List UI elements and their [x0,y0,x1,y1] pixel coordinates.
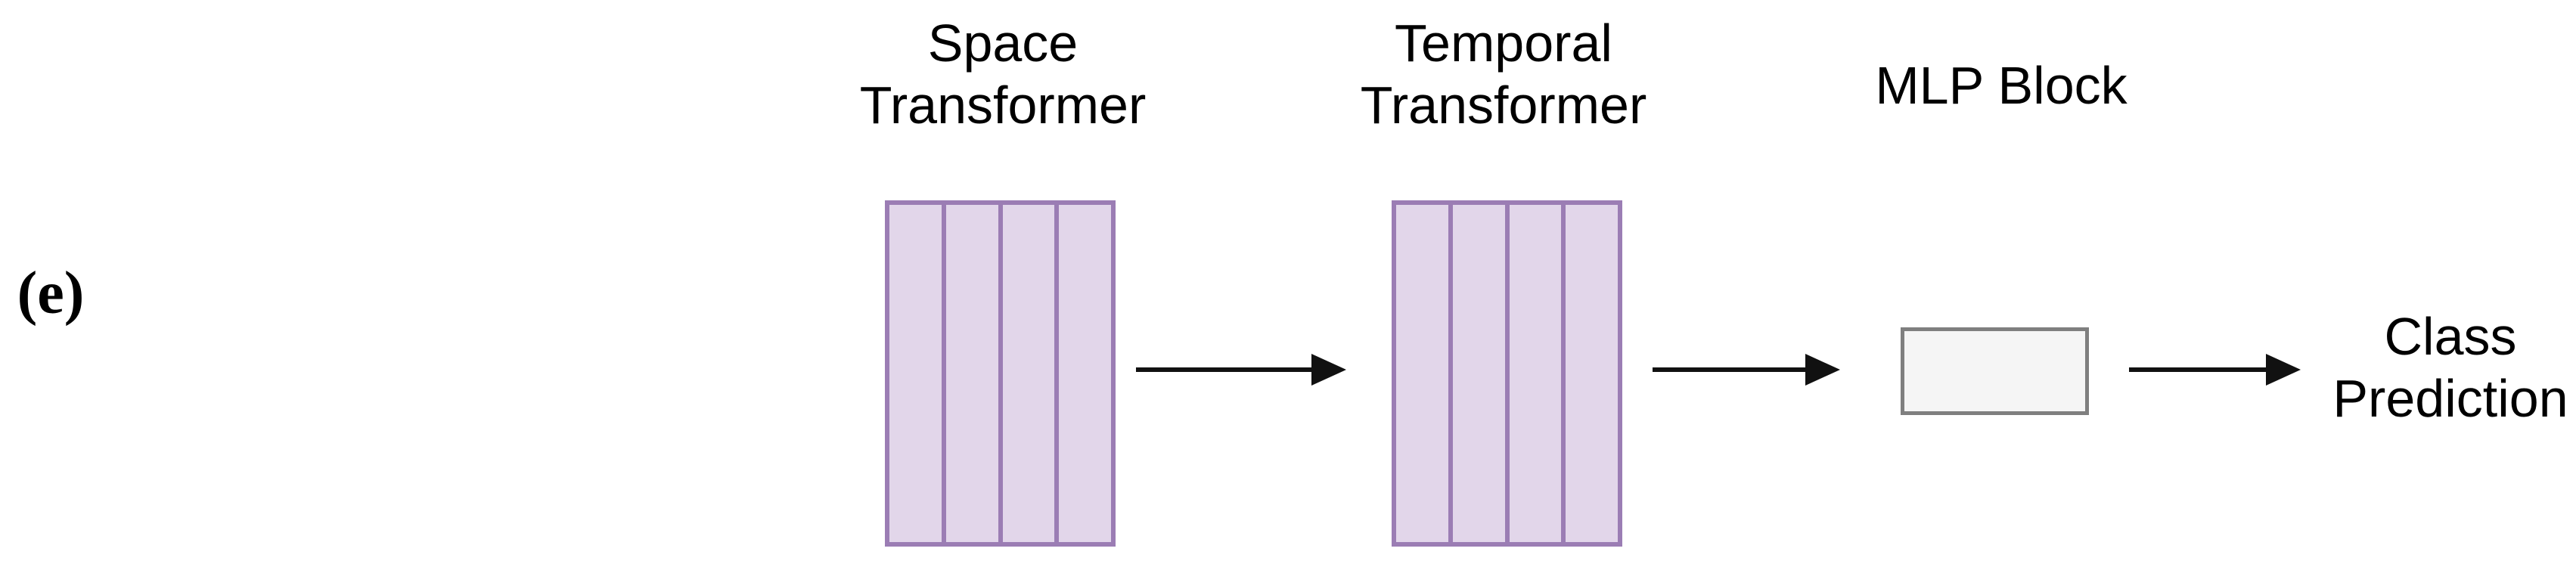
panel-label: (e) [17,260,85,327]
arrow-line [1653,367,1805,372]
space-transformer-label: Space Transformer [859,14,1147,135]
temporal-transformer-slat [1566,205,1618,542]
space-transformer-slat [945,205,998,542]
arrow-temporal-to-mlp [1653,354,1840,386]
space-transformer-block [885,200,1116,547]
mlp-block-rect [1901,327,2089,415]
temporal-transformer-slat [1396,205,1448,542]
temporal-transformer-label: Temporal Transformer [1360,14,1647,135]
arrow-head-icon [1311,354,1346,386]
space-transformer-slat [1002,205,1055,542]
mlp-block-label: MLP Block [1875,56,2128,115]
space-transformer-slat [1059,205,1111,542]
space-transformer-slat [889,205,942,542]
arrow-line [1136,367,1311,372]
arrow-space-to-temporal [1136,354,1346,386]
class-prediction-label: Class Prediction [2332,307,2568,428]
arrow-head-icon [2266,354,2301,386]
temporal-transformer-slat [1509,205,1562,542]
arrow-head-icon [1805,354,1840,386]
arrow-mlp-to-class [2129,354,2301,386]
temporal-transformer-block [1392,200,1622,547]
arrow-line [2129,367,2266,372]
temporal-transformer-slat [1452,205,1505,542]
